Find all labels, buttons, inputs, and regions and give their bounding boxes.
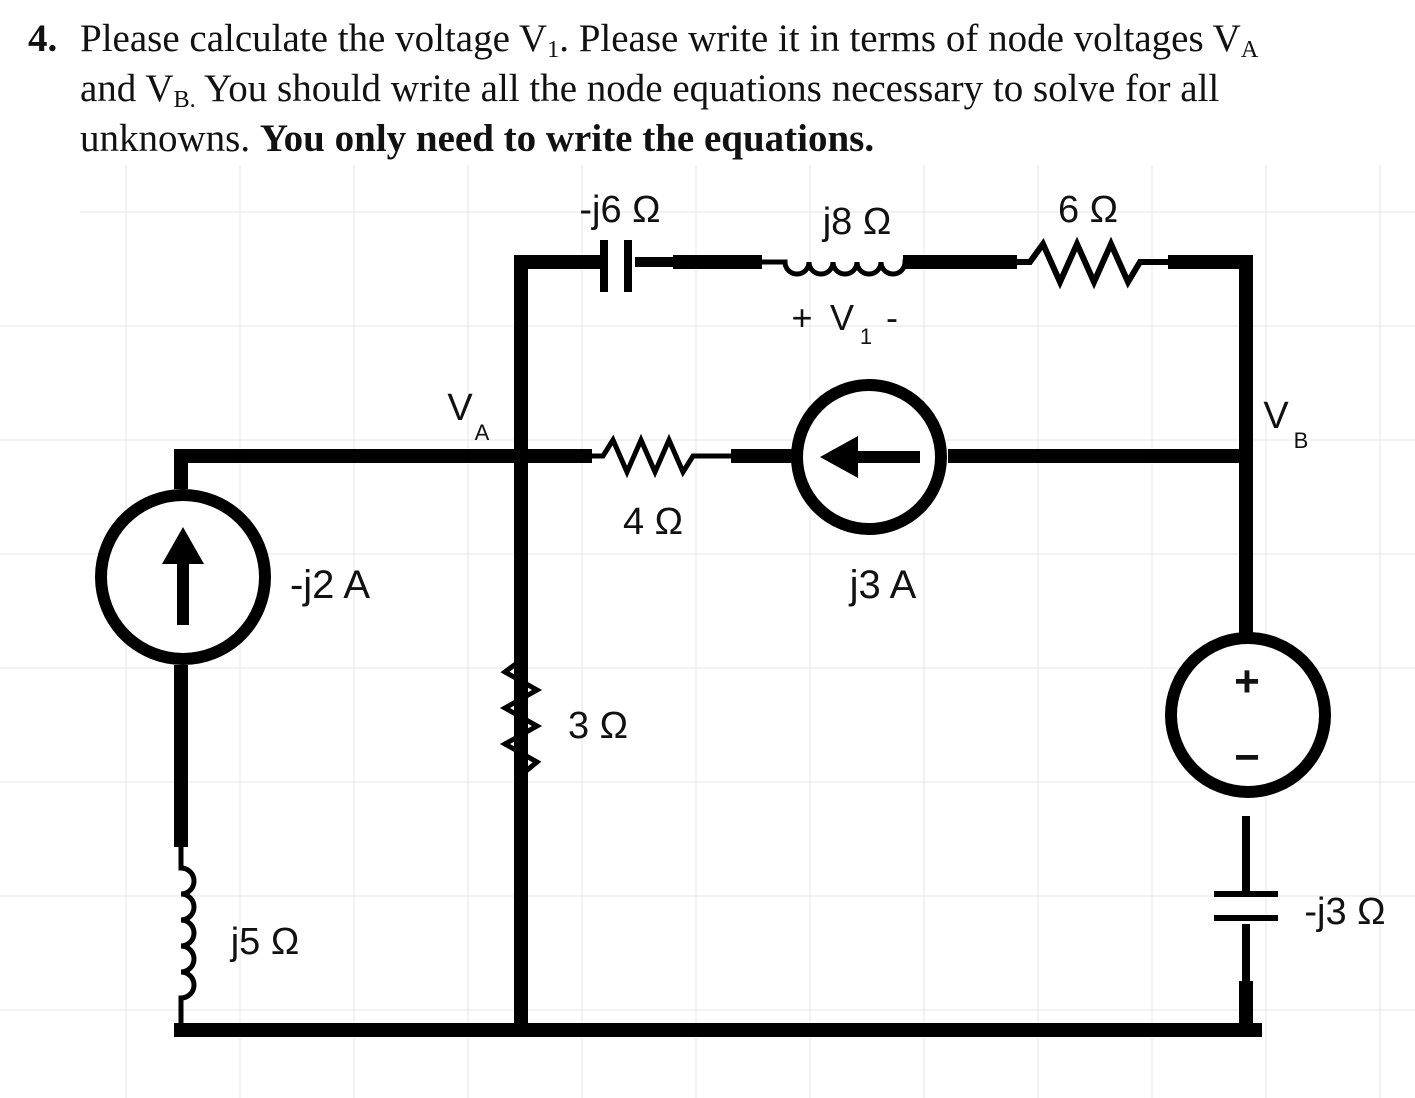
label-v1-plus: + <box>791 297 812 338</box>
label-ind-top: j8 Ω <box>822 201 892 243</box>
label-node-a-sub: A <box>475 420 490 445</box>
current-source-left <box>95 489 271 665</box>
inductor-left <box>178 840 197 1030</box>
question-number: 4. <box>28 17 58 60</box>
capacitor-top <box>585 240 632 292</box>
label-v1: V <box>830 297 854 338</box>
resistor-mid <box>585 433 738 479</box>
label-res-top: 6 Ω <box>1058 189 1118 231</box>
question-line-3: unknowns. You only need to write the equ… <box>80 117 875 160</box>
question-text: 4. Please calculate the voltage V1. Plea… <box>0 0 1415 165</box>
label-vs-plus: + <box>1234 657 1260 706</box>
label-cur-left: -j2 A <box>290 563 370 607</box>
label-res-mid: 4 Ω <box>623 501 683 543</box>
label-node-b-sub: B <box>1294 428 1309 453</box>
label-cur-mid: j3 A <box>849 563 917 607</box>
inductor-top <box>755 259 912 277</box>
question-line-2: and VB. You should write all the node eq… <box>80 67 1220 114</box>
label-v1-sub: 1 <box>860 324 872 349</box>
label-ind-left: j5 Ω <box>230 921 300 963</box>
grid <box>0 165 1415 1098</box>
label-cap-top: -j6 Ω <box>579 189 660 231</box>
label-vs-minus: − <box>1234 733 1260 782</box>
resistor-top <box>1008 236 1175 290</box>
voltage-source-right <box>1165 632 1331 798</box>
capacitor-right <box>1214 891 1278 921</box>
question-line-1: Please calculate the voltage V1. Please … <box>80 17 1259 64</box>
label-v1-minus: - <box>886 297 898 338</box>
label-res-3: 3 Ω <box>568 705 628 747</box>
label-node-b: V <box>1263 395 1289 437</box>
wires <box>174 255 1262 1037</box>
current-source-mid <box>791 379 947 535</box>
label-node-a: V <box>447 387 473 429</box>
label-cap-right: -j3 Ω <box>1304 891 1385 933</box>
resistor-3 <box>499 640 543 818</box>
